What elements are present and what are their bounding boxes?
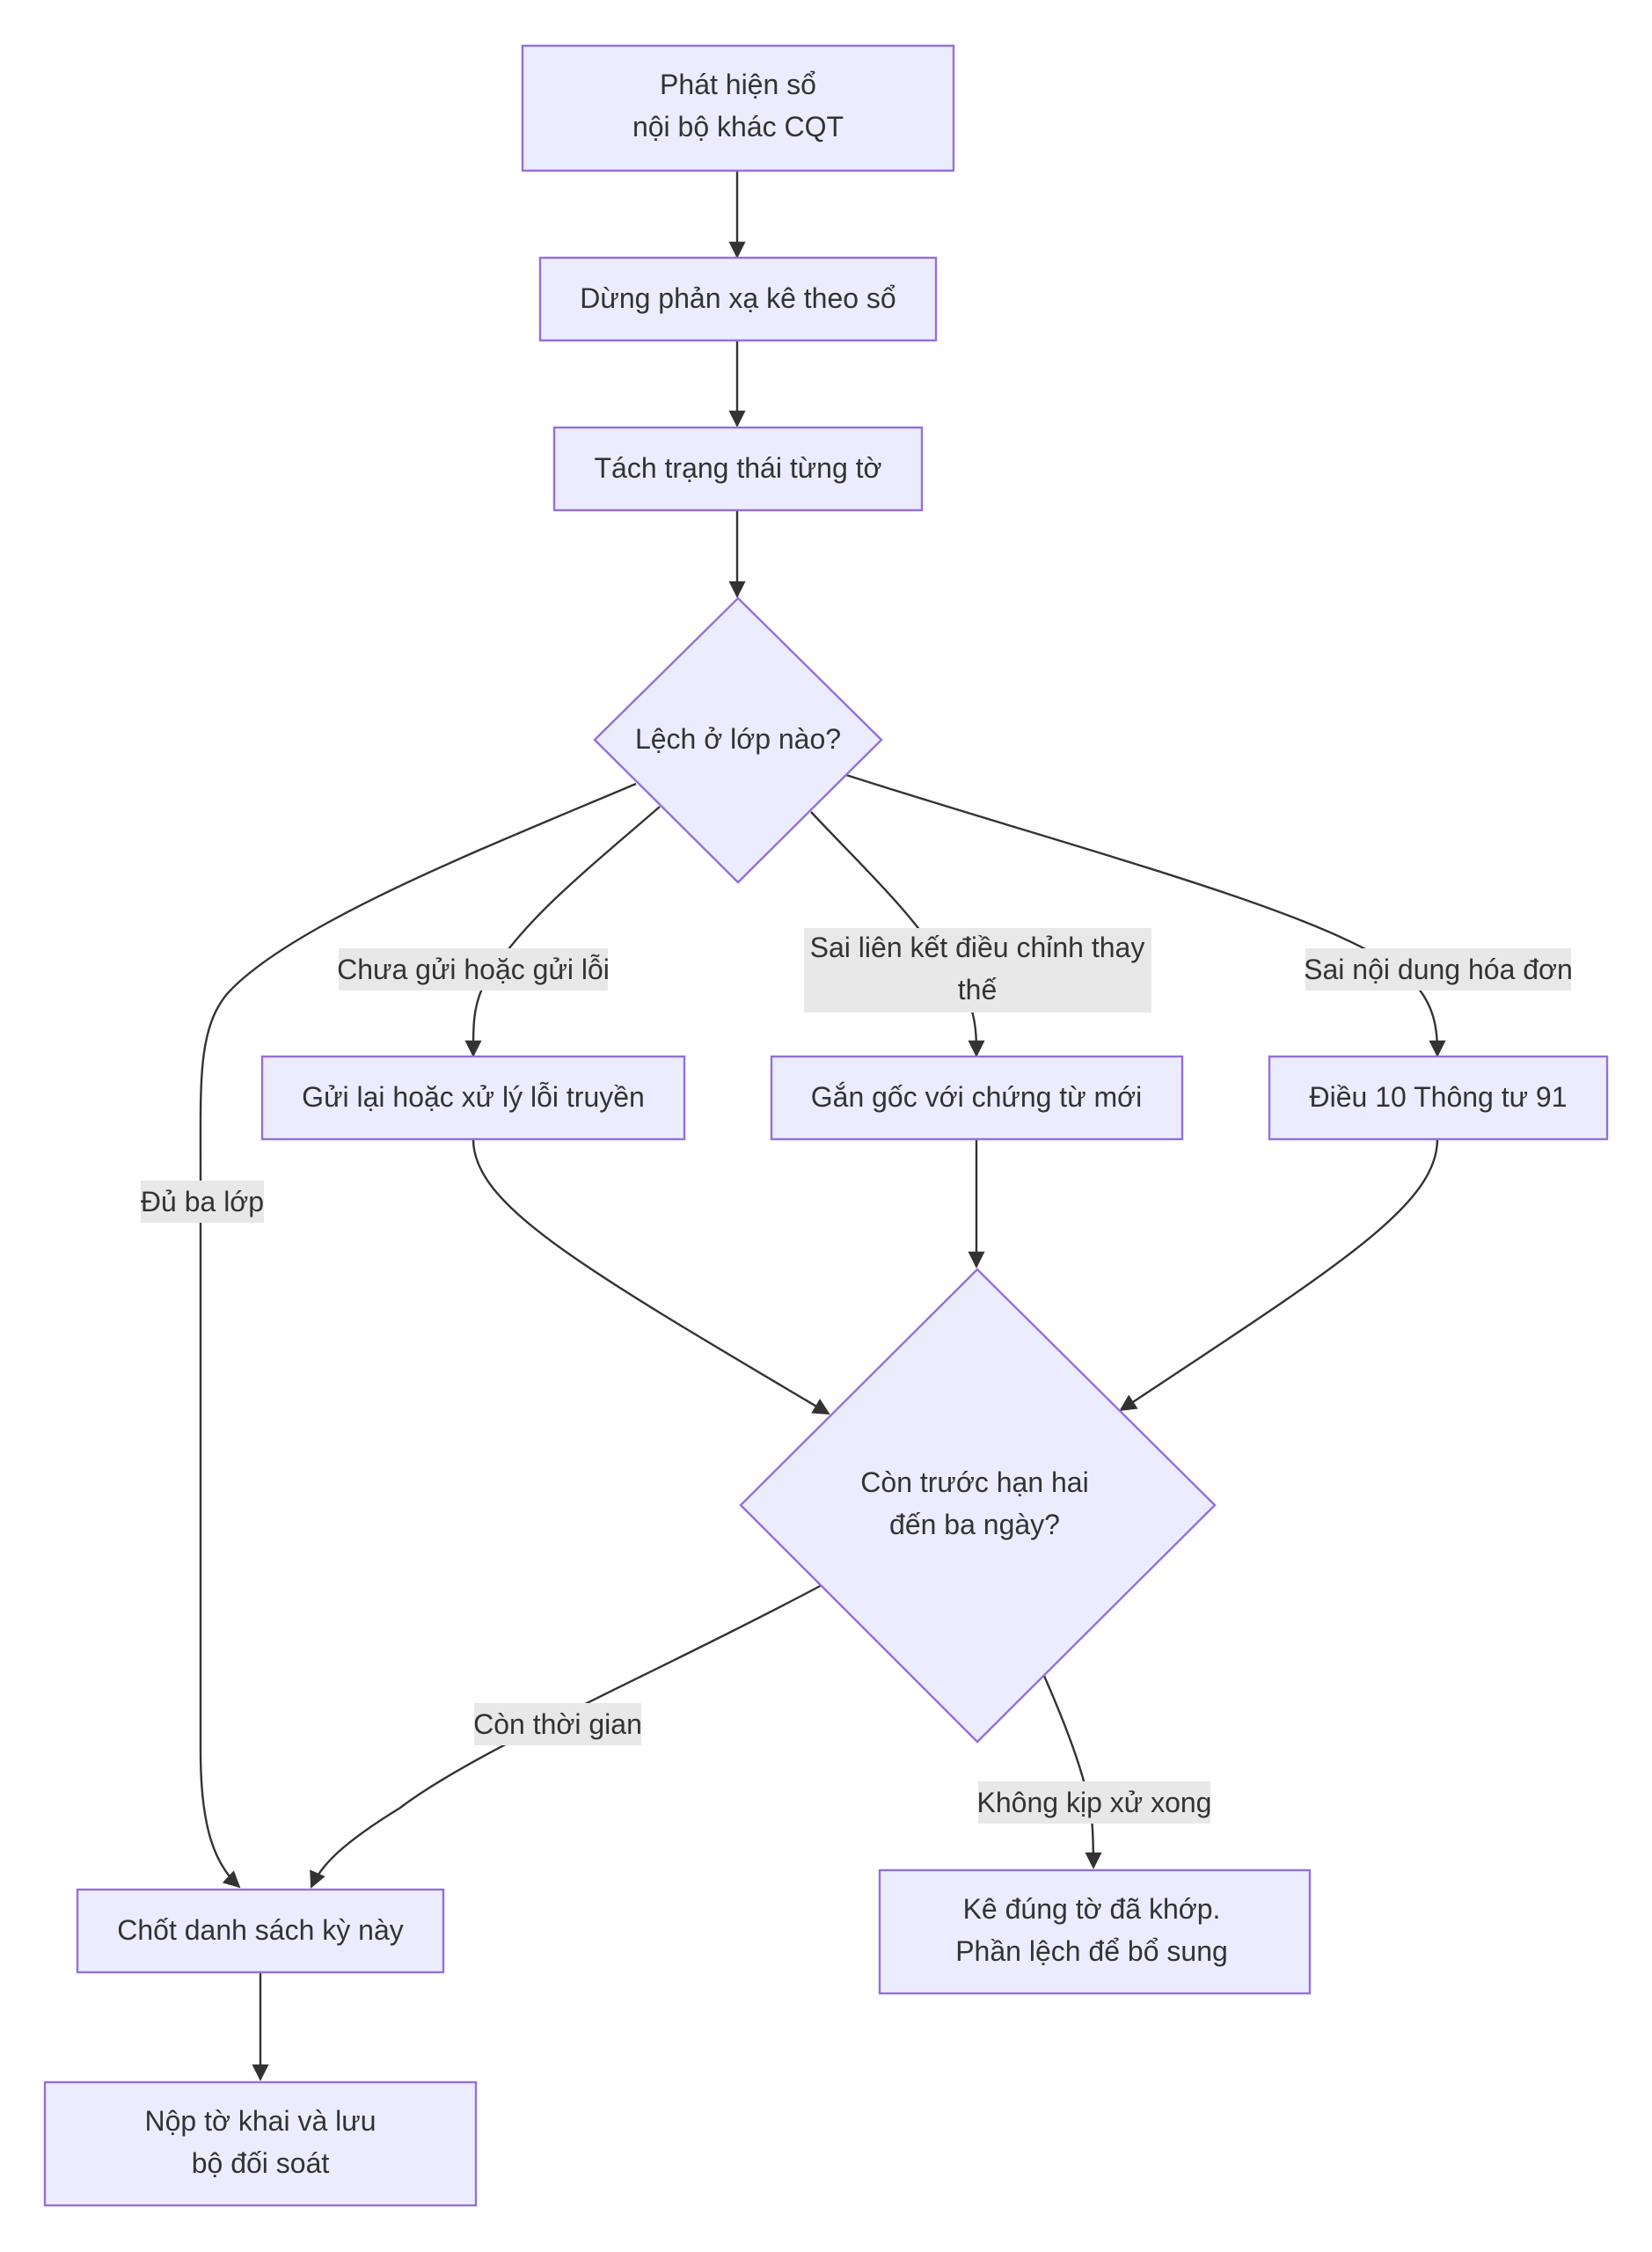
edge-label-d2-n8: Không kịp xử xong [977,1781,1212,1824]
edge-label-bg [339,948,608,991]
edge-d1-n4 [464,806,661,1057]
node-text: Kê đúng tờ đã khớp.Phần lệch để bổ sung [955,1893,1228,1967]
edge-d2-n8 [1042,1675,1102,1869]
edge-label-bg [1305,948,1571,991]
node-box [878,1868,1312,1995]
node-finalize-list: Chốt danh sách kỳ này [76,1888,445,1974]
edge-label-d1-n7: Đủ ba lớp [141,1181,264,1223]
node-text: Tách trạng thái từng tờ [594,452,881,484]
node-text: Gửi lại hoặc xử lý lỗi truyền [302,1081,645,1113]
node-box [1268,1055,1609,1141]
node-text: Gắn gốc với chứng từ mới [811,1081,1143,1113]
node-article-10: Điều 10 Thông tư 91 [1268,1055,1609,1141]
node-text: Chốt danh sách kỳ này [117,1914,404,1946]
node-text: Điều 10 Thông tư 91 [1309,1081,1567,1113]
edge-d1-n6 [845,773,1446,1057]
node-box [43,2080,478,2207]
node-resend: Gửi lại hoặc xử lý lỗi truyền [260,1055,686,1141]
edge-label-bg [474,1703,641,1745]
edge-labels: Chưa gửi hoặc gửi lỗi Sai liên kết điều … [141,928,1573,1824]
node-box [521,44,955,172]
node-diamond [739,1268,1217,1744]
node-box [538,256,938,342]
edge-n4-d2 [471,1138,830,1415]
node-box [76,1888,445,1974]
node-declare-matched: Kê đúng tờ đã khớp.Phần lệch để bổ sung [878,1868,1312,1995]
edge-label-bg [978,1781,1210,1824]
edge-label-text: Chưa gửi hoặc gửi lỗi [337,954,610,985]
node-box [260,1055,686,1141]
node-box [770,1055,1184,1141]
node-box [552,426,924,512]
edge-d1-n7 [199,782,637,1889]
edge-n6-d2 [1119,1138,1439,1412]
node-diamond [593,596,883,884]
node-link-origin: Gắn gốc với chứng từ mới [770,1055,1184,1141]
node-text: Dừng phản xạ kê theo sổ [580,282,895,314]
edge-d2-n7 [310,1583,822,1889]
edge-label-text: Đủ ba lớp [141,1186,264,1217]
edge-label-bg [141,1181,264,1223]
node-stop-reflex: Dừng phản xạ kê theo sổ [538,256,938,342]
decision-which-layer: Lệch ở lớp nào? [593,596,883,884]
node-text: Lệch ở lớp nào? [635,723,841,755]
edge-label-text: Không kịp xử xong [977,1787,1212,1818]
edge-label-d1-n6: Sai nội dung hóa đơn [1304,948,1573,991]
node-split-status: Tách trạng thái từng tờ [552,426,924,512]
edge-label-bg [804,928,1151,1013]
edge-label-d1-n4: Chưa gửi hoặc gửi lỗi [337,948,610,991]
edge-label-d2-n7: Còn thời gian [473,1703,642,1745]
edge-label-text: Sai nội dung hóa đơn [1304,954,1573,985]
edge-label-text: Còn thời gian [473,1708,642,1740]
